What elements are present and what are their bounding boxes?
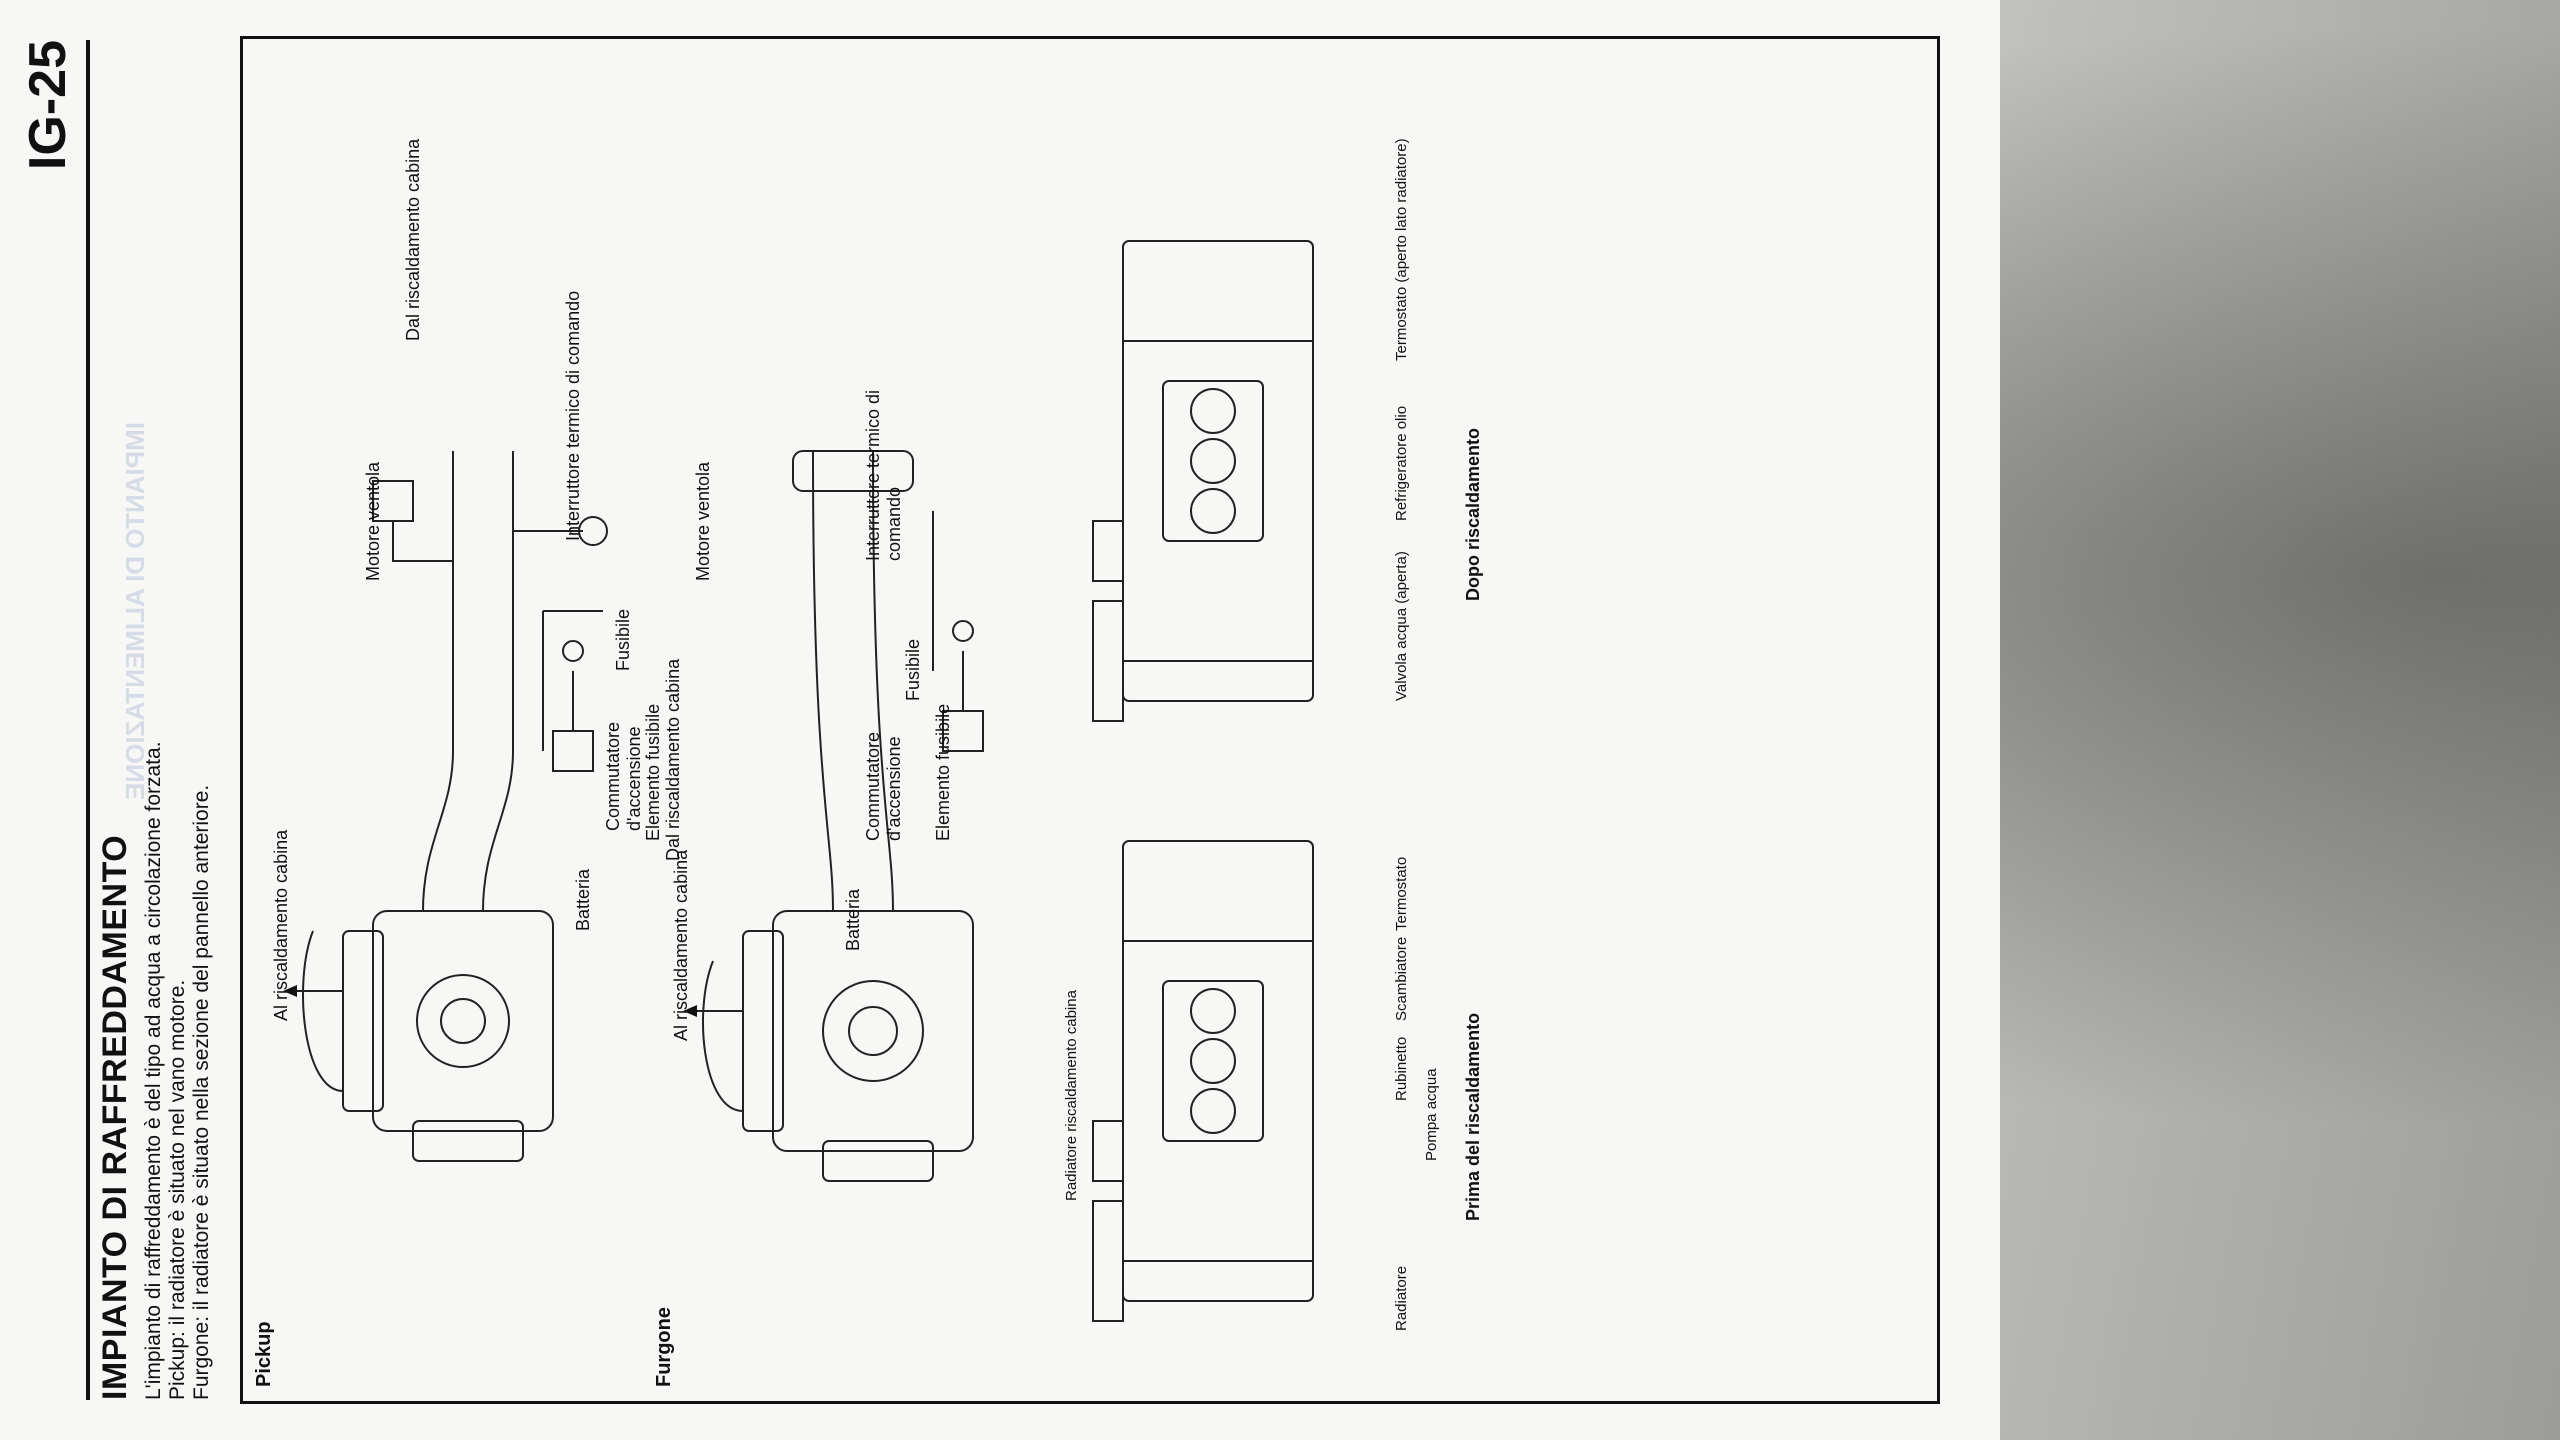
before-cab-radiator-label: Radiatore riscaldamento cabina [1063,990,1080,1201]
pickup-battery-label: Batteria [573,868,593,931]
van-engine-diagram [683,450,984,1182]
pickup-fan-motor-label: Motore ventola [363,461,383,581]
before-water-pump-label: Pompa acqua [1423,1068,1440,1161]
van-to-cab-label: Al riscaldamento cabina [671,849,691,1041]
before-caption: Prima del riscaldamento [1463,1012,1483,1221]
page-title: IMPIANTO DI RAFFREDDAMENTO [96,834,134,1400]
pickup-fuse-label: Fusibile [613,608,633,671]
van-ignition-label: Commutatore d'accensione [863,731,904,841]
intro-line-2: Pickup: il radiatore è situato nel vano … [166,979,189,1400]
after-caption: Dopo riscaldamento [1463,427,1483,601]
after-water-valve-label: Valvola acqua (aperta) [1393,551,1410,701]
van-from-cab-label: Dal riscaldamento cabina [663,658,683,861]
van-fuse-element-label: Elemento fusibile [933,703,953,841]
before-tap-label: Rubinetto [1393,1036,1410,1101]
pickup-thermal-switch-label: Interruttore termico di comando [563,290,583,541]
intro-line-1: L'impianto di raffreddamento è del tipo … [142,741,165,1400]
after-thermostat-label: Termostato (aperto lato radiatore) [1393,138,1410,361]
document-page: IMPIANTO DI ALIMENTAZIONE IG-25 IMPIANTO… [19,36,1940,1404]
after-heating-circuit [1092,240,1314,722]
pickup-engine-diagram [283,451,608,1162]
before-thermostat-label: Termostato [1393,856,1410,931]
after-oil-cooler-label: Refrigeratore olio [1393,405,1410,521]
before-exchanger-label: Scambiatore [1393,936,1410,1021]
van-fan-motor-label: Motore ventola [693,461,713,581]
diagram-frame: Pickup Furgone [240,36,1940,1404]
pickup-to-cab-label: Al riscaldamento cabina [271,829,291,1021]
intro-line-3: Furgone: il radiatore è situato nella se… [190,784,213,1400]
van-heading: Furgone [653,1307,675,1387]
pickup-from-cab-label: Dal riscaldamento cabina [403,138,423,341]
before-radiator-label: Radiatore [1393,1265,1410,1331]
header-rule [86,40,90,1400]
van-fuse-label: Fusibile [903,638,923,701]
before-heating-circuit [1092,840,1314,1322]
page-number: IG-25 [19,40,77,171]
van-thermal-switch-label: Interruttore termico di comando [863,389,904,561]
van-battery-label: Batteria [843,888,863,951]
pickup-ignition-label: Commutatore d'accensione [603,721,644,831]
pickup-heading: Pickup [253,1321,275,1387]
pickup-fuse-element-label: Elemento fusibile [643,703,663,841]
